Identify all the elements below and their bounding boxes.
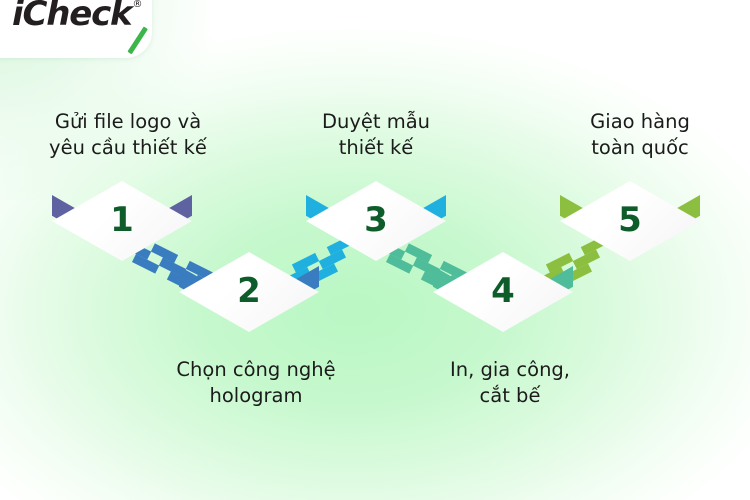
step-tile-2[interactable]: 2 (179, 252, 319, 356)
step-number-3: 3 (364, 200, 388, 240)
brand-logo-panel: iCheck ® (0, 0, 152, 58)
step-label-2: Chọn công nghệ hologram (176, 358, 336, 407)
brand-logo: iCheck ® (12, 0, 149, 55)
brand-logo-text: iCheck (12, 0, 149, 55)
step-number-2: 2 (237, 271, 261, 311)
step-label-1: Gửi file logo và yêu cầu thiết kế (49, 110, 207, 159)
step-tile-3-top: 3 (306, 181, 446, 261)
step-number-4: 4 (491, 271, 515, 311)
step-tile-5[interactable]: 5 (560, 181, 700, 285)
step-tile-5-top: 5 (560, 181, 700, 261)
step-tile-1-top: 1 (52, 181, 192, 261)
step-tile-4[interactable]: 4 (433, 252, 573, 356)
step-tile-1[interactable]: 1 (52, 181, 192, 285)
step-tile-2-top: 2 (179, 252, 319, 332)
step-label-4: In, gia công, cắt bế (449, 358, 571, 407)
step-number-5: 5 (618, 200, 642, 240)
step-tile-4-top: 4 (433, 252, 573, 332)
step-label-5: Giao hàng toàn quốc (590, 110, 690, 159)
step-label-3: Duyệt mẫu thiết kế (321, 110, 431, 159)
registered-trademark-symbol: ® (132, 0, 143, 10)
step-tile-3[interactable]: 3 (306, 181, 446, 285)
step-number-1: 1 (110, 200, 134, 240)
